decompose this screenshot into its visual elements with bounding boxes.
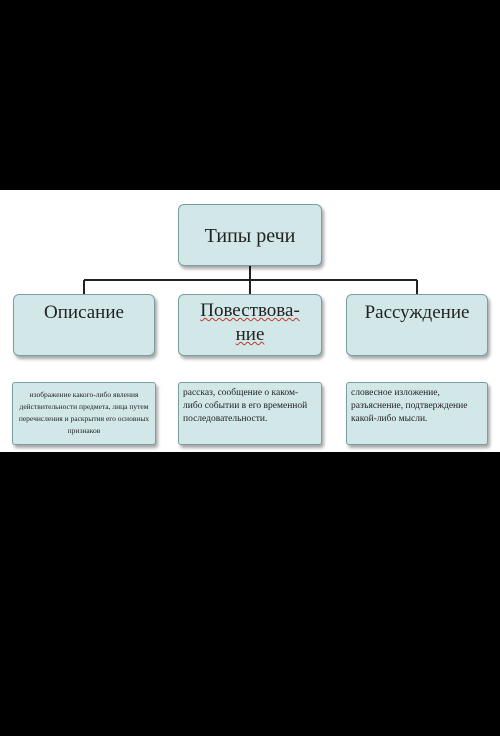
type-node-reasoning: Рассуждение [346,294,488,356]
diagram-panel: Типы речи Описание Повествова- ние Рассу… [0,190,500,452]
type-node-description: Описание [13,294,155,356]
description-box-2: рассказ, сообщение о каком-либо событии … [178,382,322,445]
description-box-3: словесное изложение, разъяснение, подтве… [346,382,488,445]
description-text: изображение какого-либо явления действит… [18,390,150,435]
description-text: словесное изложение, разъяснение, подтве… [351,388,468,424]
connector-lines [83,266,418,294]
root-node: Типы речи [178,204,322,266]
type-label-line2: ние [235,324,265,345]
type-label: Рассуждение [364,302,470,323]
type-label-line1: Повествова- [200,300,300,321]
description-box-1: изображение какого-либо явления действит… [12,382,156,445]
type-label: Описание [44,302,124,323]
description-text: рассказ, сообщение о каком-либо событии … [183,388,308,424]
type-node-narration: Повествова- ние [178,294,322,356]
root-label: Типы речи [204,225,296,247]
